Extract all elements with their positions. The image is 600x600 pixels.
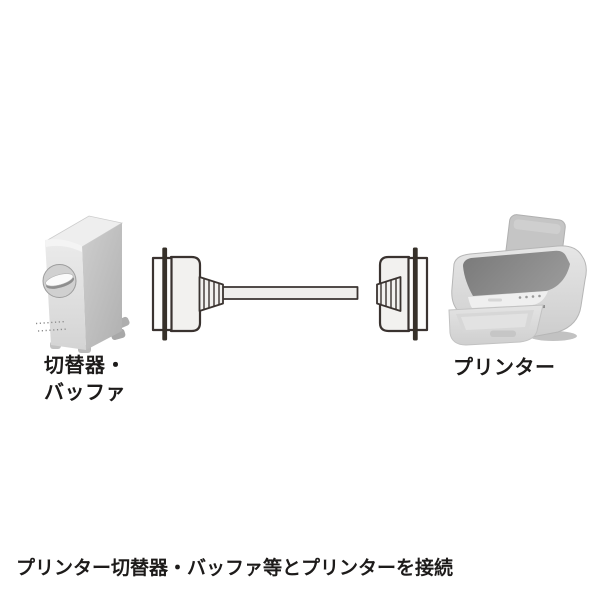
switcher-side-face [82, 223, 122, 350]
printer-buttons [518, 294, 541, 299]
left-connector [151, 247, 224, 341]
right-strain-relief [376, 276, 402, 312]
left-strain-relief [198, 276, 224, 312]
right-connector [376, 247, 429, 341]
parallel-cable-illustration [151, 247, 429, 341]
printer-illustration [448, 214, 587, 346]
left-bail-clip [162, 247, 168, 341]
printer-control-panel [468, 291, 548, 308]
cable-line [221, 286, 359, 300]
printer-logo [488, 298, 502, 302]
switcher-label-line2: バッファ [44, 380, 126, 404]
switcher-label: 切替器・ バッファ [44, 352, 126, 406]
right-bail-clip [412, 247, 418, 341]
rotary-dial [42, 264, 77, 298]
printer-label: プリンター [453, 355, 556, 379]
switcher-illustration [35, 215, 130, 353]
diagram-caption: プリンター切替器・バッファ等とプリンターを接続 [16, 557, 454, 579]
printer-lid [463, 250, 570, 296]
switcher-bevel [45, 239, 82, 252]
switcher-label-line1: 切替器・ [44, 353, 126, 377]
output-tray [448, 304, 544, 346]
